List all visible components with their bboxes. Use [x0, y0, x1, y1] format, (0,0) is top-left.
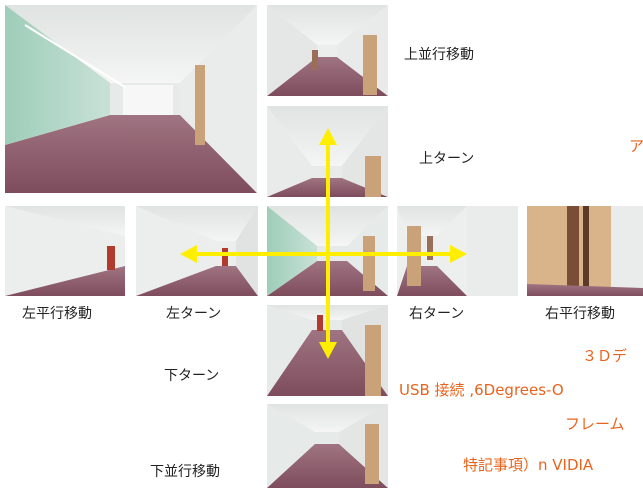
label-down-parallel: 下並行移動 [150, 464, 220, 480]
label-up-parallel: 上並行移動 [404, 47, 474, 63]
label-right-parallel: 右平行移動 [545, 306, 615, 322]
side-text-line1: ３Ｄデ [582, 347, 628, 365]
side-text-line3: フレーム [565, 415, 625, 433]
side-text-line4: 特記事項）n VIDIA [463, 456, 594, 474]
right-turn-view [397, 206, 518, 296]
up-parallel-view [267, 5, 388, 96]
side-text-a: ア [629, 137, 643, 155]
label-up-turn: 上ターン [419, 151, 475, 167]
right-parallel-view [527, 206, 643, 296]
down-turn-view [267, 305, 388, 396]
label-left-turn: 左ターン [166, 306, 222, 322]
label-left-parallel: 左平行移動 [22, 306, 92, 322]
left-turn-view [136, 206, 258, 296]
down-parallel-view [267, 404, 388, 488]
label-right-turn: 右ターン [409, 306, 465, 322]
up-turn-view [267, 106, 388, 197]
label-down-turn: 下ターン [164, 368, 220, 384]
main-corridor-view [5, 5, 257, 193]
center-view [267, 206, 388, 296]
side-text-line2: USB 接続 ,6Degrees-O [399, 381, 564, 399]
left-parallel-view [5, 206, 125, 296]
